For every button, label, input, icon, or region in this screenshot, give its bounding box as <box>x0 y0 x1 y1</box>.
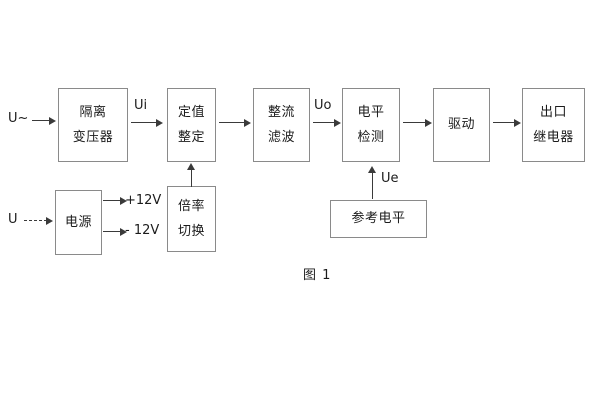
signal-label-ui: Ui <box>134 98 148 113</box>
block-level-detection-line-1: 电平 <box>357 104 385 120</box>
block-power-supply[interactable]: 电源 <box>55 190 102 255</box>
block-isolation-transformer-line-1: 隔离 <box>79 104 107 120</box>
block-rectify-filter-line-2: 滤波 <box>267 129 295 145</box>
block-isolation-transformer[interactable]: 隔离 变压器 <box>58 88 128 162</box>
block-output-relay[interactable]: 出口 继电器 <box>522 88 585 162</box>
arrow-power-rail-positive <box>103 196 127 205</box>
block-level-detection[interactable]: 电平 检测 <box>342 88 400 162</box>
block-multiplier-switch[interactable]: 倍率 切换 <box>167 186 216 252</box>
block-output-relay-line-2: 继电器 <box>533 129 574 145</box>
arrow-multiplier-switch-to-setpoint <box>187 163 196 187</box>
block-isolation-transformer-line-2: 变压器 <box>72 129 114 145</box>
arrow-level-detection-to-driver <box>403 118 432 127</box>
arrow-rectify-to-level-detection <box>313 118 341 127</box>
block-setpoint-setting-line-2: 整定 <box>177 129 205 145</box>
signal-label-ue: Ue <box>381 171 399 186</box>
block-setpoint-setting-line-1: 定值 <box>177 104 205 120</box>
block-output-relay-line-1: 出口 <box>539 104 567 120</box>
power-rail-negative-label: - 12V <box>125 223 160 238</box>
block-multiplier-switch-line-2: 切换 <box>177 223 205 239</box>
input-label-ac: U~ <box>8 111 29 126</box>
block-driver-line-1: 驱动 <box>447 117 475 133</box>
block-level-detection-line-2: 检测 <box>357 129 385 145</box>
block-rectify-filter-line-1: 整流 <box>267 104 295 120</box>
block-power-supply-line-1: 电源 <box>64 214 92 230</box>
block-rectify-filter[interactable]: 整流 滤波 <box>253 88 310 162</box>
arrow-power-rail-negative <box>103 227 127 236</box>
figure-caption: 图 1 <box>303 268 332 283</box>
block-setpoint-setting[interactable]: 定值 整定 <box>167 88 216 162</box>
signal-label-uo: Uo <box>314 98 332 113</box>
arrow-driver-to-output-relay <box>493 118 521 127</box>
block-driver[interactable]: 驱动 <box>433 88 490 162</box>
arrow-setpoint-to-rectify <box>219 118 251 127</box>
input-label-dc: U <box>8 212 18 227</box>
arrow-transformer-to-setpoint <box>131 118 163 127</box>
arrow-ac-to-transformer <box>32 116 56 125</box>
block-reference-level-line-1: 参考电平 <box>351 211 406 227</box>
block-reference-level[interactable]: 参考电平 <box>330 200 427 238</box>
arrow-dc-to-power-supply <box>24 216 54 225</box>
power-rail-positive-label: +12V <box>125 193 162 208</box>
block-multiplier-switch-line-1: 倍率 <box>177 198 205 214</box>
arrow-reference-level-to-level-detection <box>368 166 377 199</box>
